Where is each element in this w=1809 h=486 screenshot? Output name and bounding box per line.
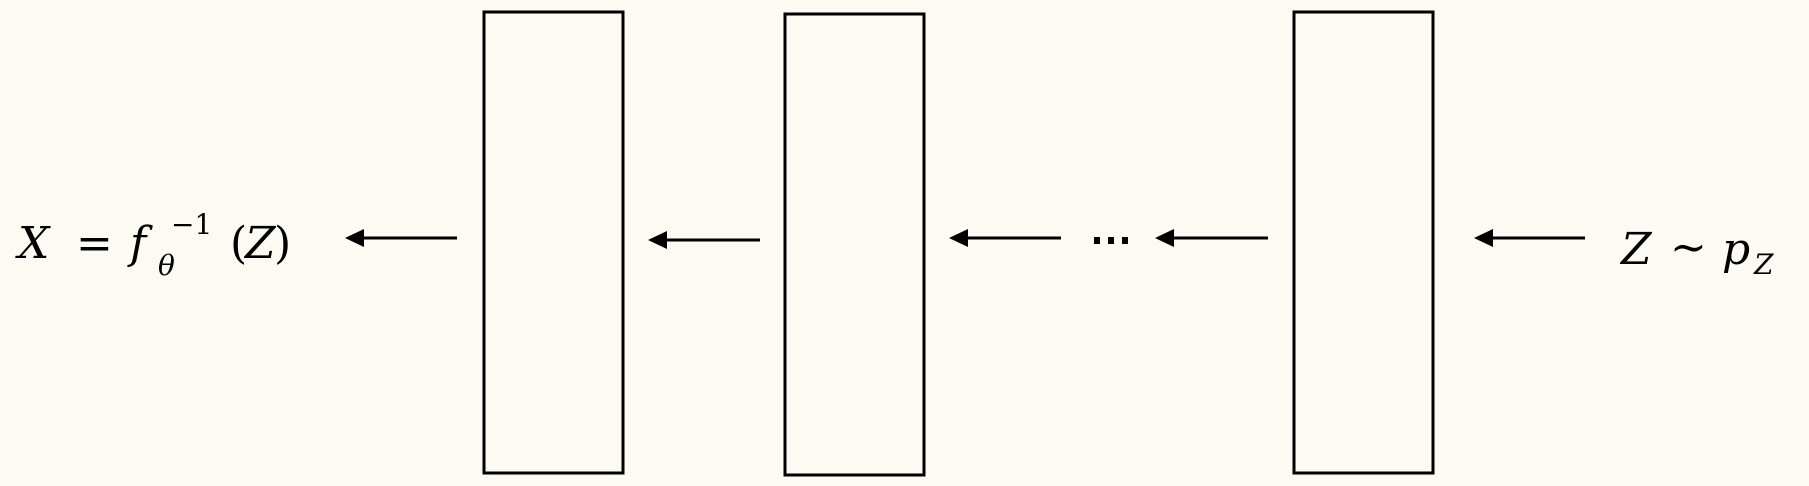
function-superscript: −1 [171, 208, 212, 241]
open-paren: ( [230, 218, 247, 269]
ellipsis: ··· [1094, 237, 1128, 251]
prior-distribution: p [1722, 224, 1750, 275]
output-variable: X [15, 218, 51, 269]
latent-variable: Z [1619, 224, 1653, 275]
close-paren: ) [274, 218, 291, 269]
arrow-4 [1155, 229, 1268, 247]
arrow-1 [345, 229, 457, 247]
arrow-2 [648, 231, 760, 249]
equals-sign: = [76, 218, 113, 269]
layer-box-1 [482, 10, 625, 475]
prior-subscript: Z [1753, 248, 1774, 281]
prior-label: Z ∼ p Z [1619, 222, 1774, 281]
inverse-function: f [127, 218, 153, 269]
arrow-3 [949, 229, 1061, 247]
layer-box-2 [783, 12, 926, 477]
function-argument: Z [243, 218, 277, 269]
output-equation: X = f θ −1 ( Z ) [15, 208, 291, 282]
tilde-sign: ∼ [1670, 222, 1707, 273]
function-subscript: θ [158, 249, 175, 282]
arrow-5 [1474, 229, 1585, 247]
layer-box-3 [1292, 10, 1435, 475]
ellipsis-text: ··· [1111, 249, 1113, 251]
